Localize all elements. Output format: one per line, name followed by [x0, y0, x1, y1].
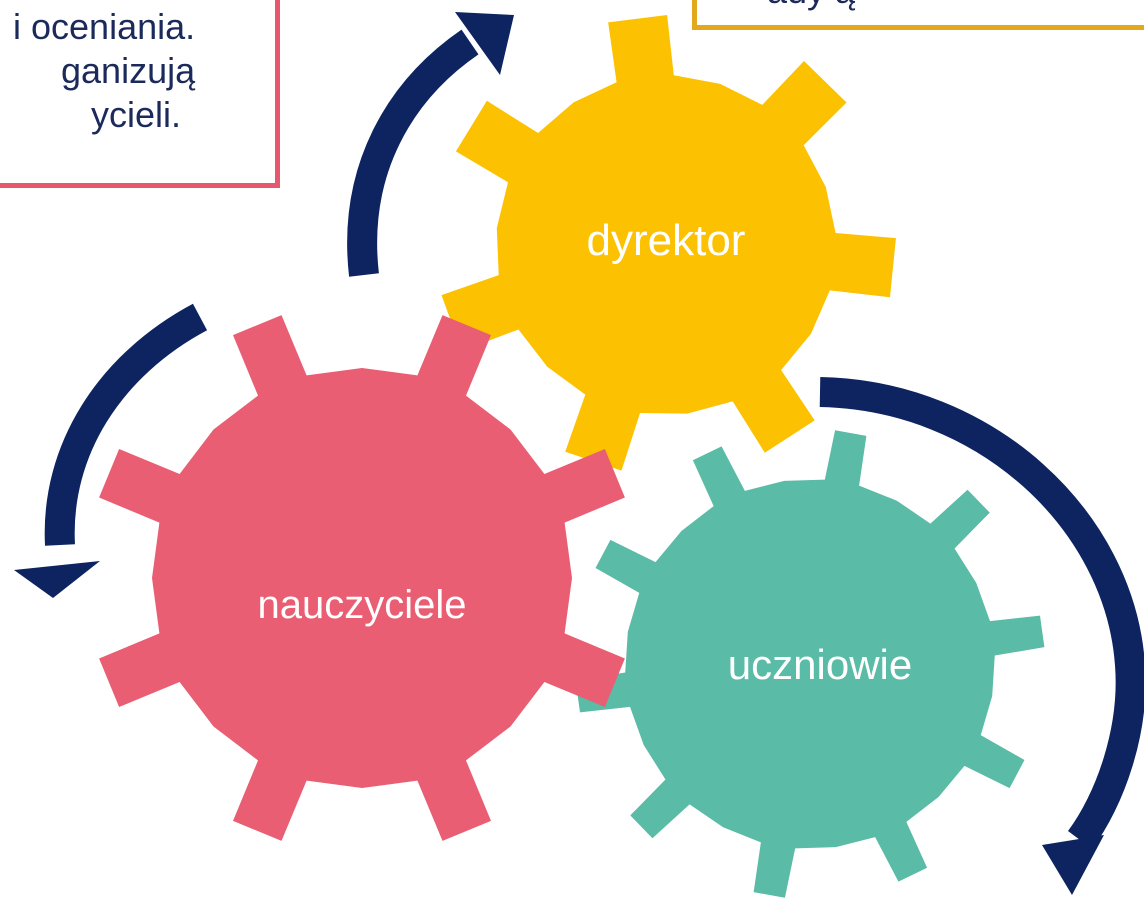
- arrow-outer-left-shaft: [44, 303, 208, 546]
- callout-left-line-3: ycieli.: [91, 94, 182, 135]
- arrow-director-to-students: [819, 377, 1144, 895]
- teachers-gear-body: [99, 315, 625, 841]
- callout-left: i oceniania. ganizują ycieli.: [0, 0, 280, 188]
- teachers-gear: [99, 315, 625, 841]
- arrow-teachers-to-director-head: [455, 12, 514, 75]
- students-gear: [575, 430, 1045, 898]
- teachers-label: nauczyciele: [257, 583, 466, 627]
- callout-left-line-2: ganizują: [61, 50, 196, 91]
- arrow-outer-left-head: [14, 561, 100, 598]
- students-gear-body: [575, 430, 1045, 898]
- callout-right-text: ady ą: [767, 0, 855, 11]
- arrow-director-to-teachers-outer: [14, 303, 208, 598]
- arrow-right-head: [1042, 835, 1104, 895]
- director-gear: [441, 15, 896, 471]
- arrow-teachers-to-director-shaft: [347, 29, 479, 277]
- students-label: uczniowie: [728, 641, 912, 688]
- director-label: dyrektor: [587, 216, 746, 265]
- arrow-right-shaft: [819, 377, 1144, 849]
- callout-right: ady ą: [692, 0, 1144, 30]
- director-gear-body: [441, 15, 896, 471]
- arrow-teachers-to-director: [347, 12, 514, 277]
- callout-left-line-1: i oceniania.: [13, 6, 196, 47]
